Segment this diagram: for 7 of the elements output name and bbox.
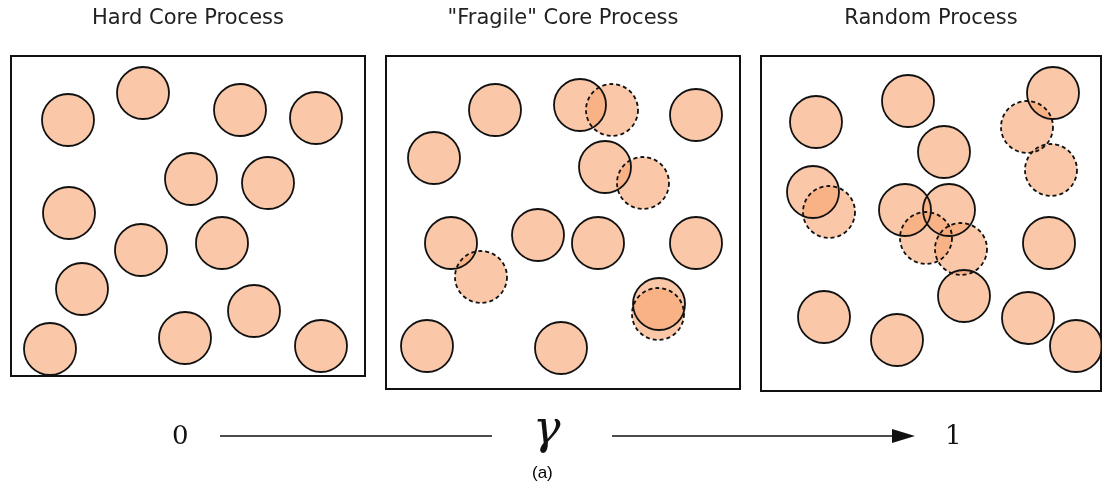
axis-end-label: 1 bbox=[945, 420, 962, 450]
panel-title: "Fragile" Core Process bbox=[447, 5, 679, 29]
axis-start-label: 0 bbox=[172, 420, 189, 450]
gamma-symbol: γ bbox=[533, 400, 561, 454]
panel-title: Hard Core Process bbox=[92, 5, 284, 29]
caption: (a) bbox=[532, 463, 553, 483]
panel-title: Random Process bbox=[844, 5, 1018, 29]
